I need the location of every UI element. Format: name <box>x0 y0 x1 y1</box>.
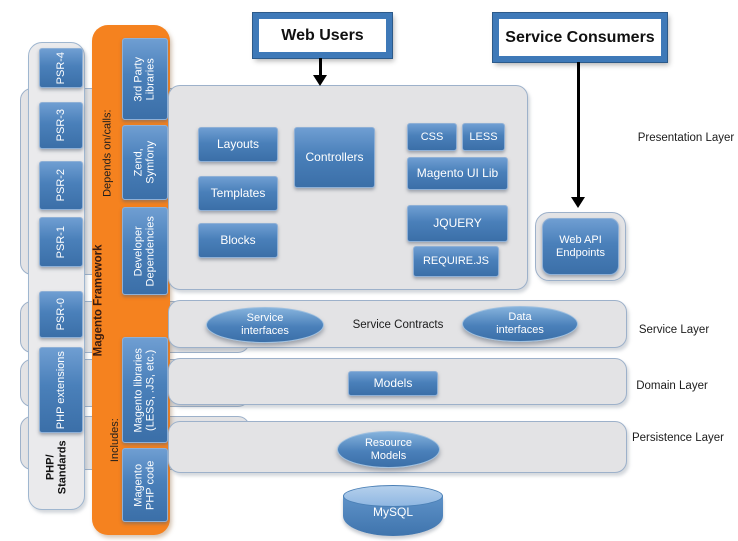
requirejs-box: REQUIRE.JS <box>413 246 499 277</box>
less-label: LESS <box>469 130 498 143</box>
magento-php-code-box: Magento PHP code <box>122 448 168 522</box>
php-standards-group-label: PHP/ Standards <box>44 440 69 494</box>
psr-3-label: PSR-3 <box>54 109 67 142</box>
persistence-layer-label: Persistence Layer <box>631 432 725 444</box>
third-party-libraries-box: 3rd Party Libraries <box>122 38 168 120</box>
models-label: Models <box>373 375 413 390</box>
resource-models-ellipse: Resource Models <box>337 431 440 468</box>
models-box: Models <box>348 371 438 396</box>
php-extensions-label: PHP extensions <box>54 350 67 430</box>
psr-4-box: PSR-4 <box>39 48 83 88</box>
service-contracts-label: Service Contracts <box>352 319 444 331</box>
psr-2-box: PSR-2 <box>39 161 83 210</box>
web-users-arrow-down-icon <box>313 75 327 86</box>
magento-php-code-label: Magento PHP code <box>132 460 157 510</box>
php-extensions-box: PHP extensions <box>39 347 83 433</box>
web-users-arrow-line <box>319 58 322 77</box>
jquery-label: JQUERY <box>433 215 482 230</box>
controllers-label: Controllers <box>305 149 364 164</box>
blocks-box: Blocks <box>198 223 278 258</box>
web-users-label: Web Users <box>281 26 364 44</box>
mysql-label: MySQL <box>372 505 413 519</box>
depends-on-calls-label: Depends on/calls: <box>101 109 114 197</box>
templates-label: Templates <box>210 185 266 200</box>
magento-libraries-box: Magento libraries (LESS, .JS, etc.) <box>122 337 168 443</box>
service-interfaces-label: Service interfaces <box>241 312 289 337</box>
data-interfaces-label: Data interfaces <box>496 311 544 336</box>
domain-layer-label: Domain Layer <box>636 380 708 392</box>
service-consumers-label: Service Consumers <box>505 28 655 46</box>
service-layer-label: Service Layer <box>638 324 710 336</box>
templates-box: Templates <box>198 176 278 211</box>
third-party-libraries-label: 3rd Party Libraries <box>132 56 157 102</box>
service-consumers-box: Service Consumers <box>493 13 667 62</box>
requirejs-label: REQUIRE.JS <box>422 255 489 268</box>
service-consumers-arrow-line <box>577 62 580 199</box>
web-users-box: Web Users <box>253 13 392 58</box>
controllers-box: Controllers <box>294 127 375 188</box>
magento-ui-lib-label: Magento UI Lib <box>416 165 499 180</box>
psr-3-box: PSR-3 <box>39 102 83 149</box>
css-label: CSS <box>420 130 444 143</box>
presentation-layer-label: Presentation Layer <box>637 132 735 144</box>
blocks-label: Blocks <box>220 232 256 247</box>
web-api-endpoints-box: Web API Endpoints <box>542 218 619 275</box>
jquery-box: JQUERY <box>407 205 508 242</box>
service-consumers-arrow-down-icon <box>571 197 585 208</box>
psr-0-label: PSR-0 <box>54 298 67 331</box>
less-box: LESS <box>462 123 505 151</box>
developer-dependencies-box: Developer Dependencies <box>122 207 168 295</box>
layouts-label: Layouts <box>216 136 260 151</box>
psr-1-label: PSR-1 <box>54 225 67 259</box>
psr-4-label: PSR-4 <box>54 51 67 85</box>
psr-0-box: PSR-0 <box>39 291 83 338</box>
service-interfaces-ellipse: Service interfaces <box>206 307 324 343</box>
resource-models-label: Resource Models <box>364 436 413 462</box>
magento-ui-lib-box: Magento UI Lib <box>407 157 508 190</box>
web-api-endpoints-label: Web API Endpoints <box>556 233 605 259</box>
data-interfaces-ellipse: Data interfaces <box>462 306 578 342</box>
developer-dependencies-label: Developer Dependencies <box>132 215 157 287</box>
magento-framework-title: Magento Framework <box>92 244 105 356</box>
magento-libraries-label: Magento libraries (LESS, .JS, etc.) <box>132 347 157 433</box>
psr-2-label: PSR-2 <box>54 169 67 202</box>
mysql-cylinder-top <box>343 485 443 507</box>
zend-symfony-box: Zend, Symfony <box>122 125 168 200</box>
layouts-box: Layouts <box>198 127 278 162</box>
zend-symfony-label: Zend, Symfony <box>132 141 157 184</box>
css-box: CSS <box>407 123 457 151</box>
psr-1-box: PSR-1 <box>39 217 83 267</box>
